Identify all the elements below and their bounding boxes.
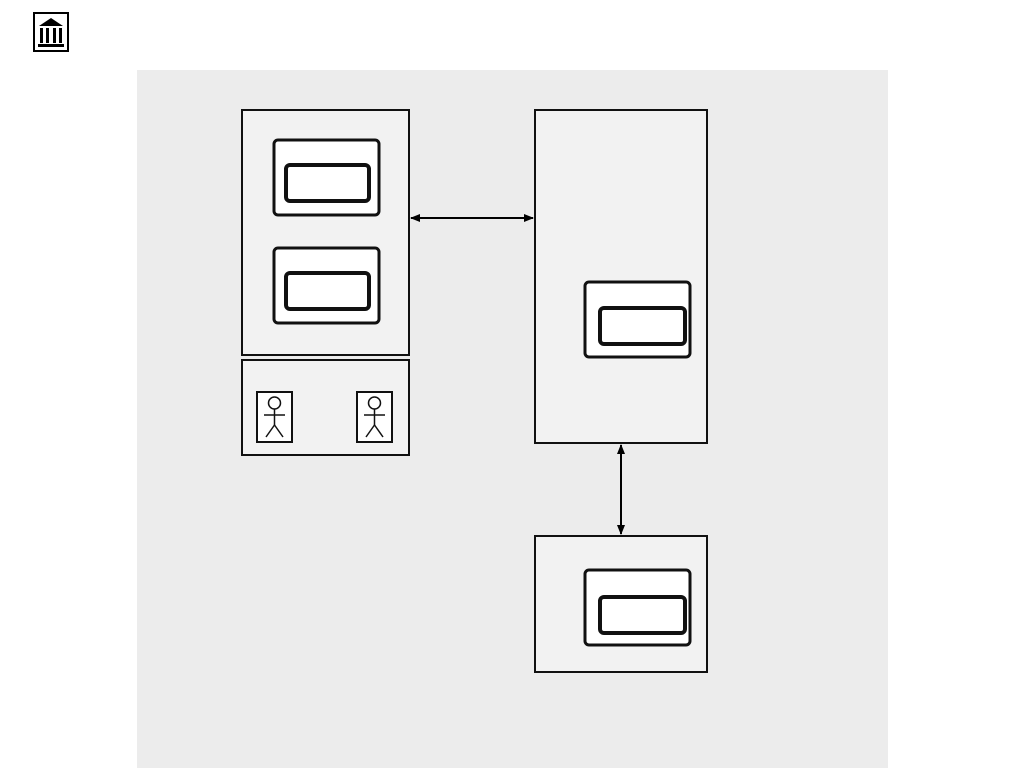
scanned-figure — [137, 70, 888, 768]
software-box — [598, 306, 687, 346]
software-box — [284, 271, 371, 311]
environment-diagram — [241, 109, 708, 673]
crest-icon — [33, 12, 69, 52]
software-box — [598, 595, 687, 635]
actor-icon — [356, 391, 393, 443]
university-logo — [18, 12, 84, 61]
actor-icon — [256, 391, 293, 443]
system-box — [534, 109, 708, 444]
software-box — [284, 163, 371, 203]
